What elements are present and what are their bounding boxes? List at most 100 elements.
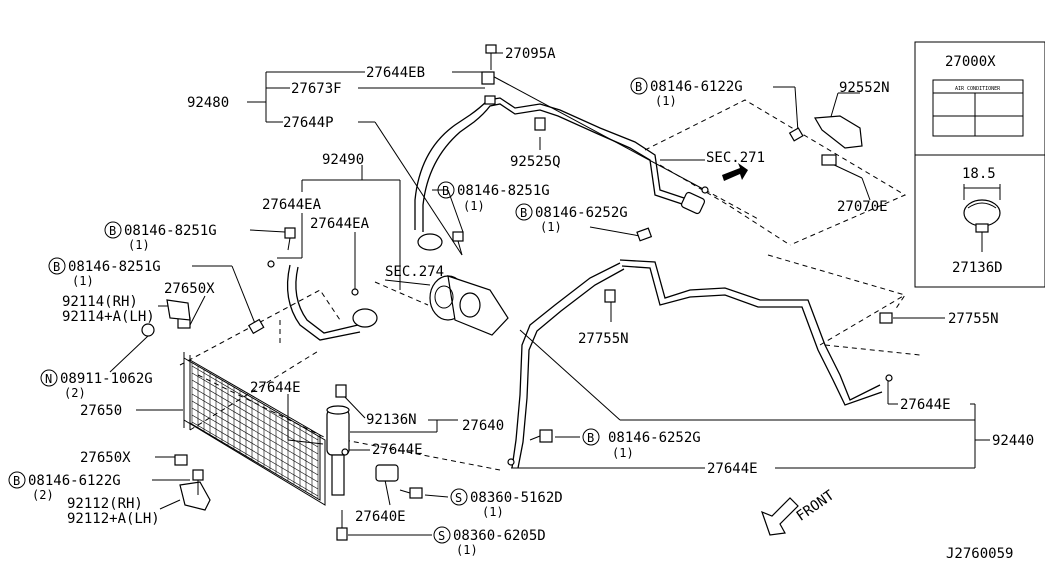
bolt-icon (788, 127, 804, 142)
qty-08146-6252G-mid: (1) (540, 220, 562, 234)
label-08360-5162D: 08360-5162D (470, 490, 563, 506)
label-27650X-top: 27650X (164, 281, 215, 297)
qty-08360-6205D: (1) (456, 543, 478, 557)
bolt-symbol-icon: B (515, 203, 533, 221)
qty-08146-6122G-top: (1) (655, 94, 677, 108)
label-08146-6122G-bottom: 08146-6122G (28, 473, 121, 489)
pipes (286, 97, 883, 469)
label-92490: 92490 (322, 152, 364, 168)
label-08146-6122G-top: 08146-6122G (650, 79, 743, 95)
condenser-fins (191, 362, 319, 498)
bolt-icon (247, 318, 265, 335)
screw-symbol-icon: S (433, 526, 451, 544)
dimension-lines (963, 184, 1001, 200)
svg-text:B: B (13, 474, 20, 488)
label-92440: 92440 (992, 433, 1034, 449)
cap-icon (963, 199, 1001, 252)
label-08146-8251G-left2: 08146-8251G (68, 259, 161, 275)
svg-text:B: B (587, 431, 594, 445)
label-27644EA-1: 27644EA (262, 197, 322, 213)
receiver-dryer (326, 405, 399, 496)
label-08146-8251G-left1: 08146-8251G (124, 223, 217, 239)
label-sec271: SEC.271 (706, 150, 765, 166)
label-27644EA-2: 27644EA (310, 216, 370, 232)
bolt-symbol-icon: B (48, 257, 66, 275)
label-92525Q: 92525Q (510, 154, 561, 170)
qty-08146-8251G-left1: (1) (128, 238, 150, 252)
svg-text:N: N (45, 372, 52, 386)
front-label: FRONT (794, 487, 838, 525)
leader-lines (109, 52, 990, 536)
label-27640: 27640 (462, 418, 504, 434)
label-27070E: 27070E (837, 199, 888, 215)
screw-symbol-icon: S (450, 488, 468, 506)
label-27644EB: 27644EB (366, 65, 425, 81)
bolt-icon (452, 231, 464, 256)
bolt-icon (192, 469, 204, 495)
label-92480: 92480 (187, 95, 229, 111)
svg-text:B: B (109, 224, 116, 238)
label-92114-lh: 92114+A(LH) (62, 309, 155, 325)
qty-08146-8251G-left2: (1) (72, 274, 94, 288)
bolt-icon (284, 227, 296, 251)
label-27644E-left: 27644E (250, 380, 301, 396)
label-27673F: 27673F (291, 81, 342, 97)
cap-dimension: 18.5 (962, 166, 996, 182)
label-27136D: 27136D (952, 260, 1003, 276)
label-92112-lh: 92112+A(LH) (67, 511, 160, 527)
prefix-symbols: B B B B B N B B S S (8, 77, 648, 544)
label-27650: 27650 (80, 403, 122, 419)
label-27095A: 27095A (505, 46, 556, 62)
label-92114-rh: 92114(RH) (62, 294, 138, 310)
bolt-icon (636, 227, 653, 242)
label-27650X-bottom: 27650X (80, 450, 131, 466)
label-27755N-right: 27755N (948, 311, 999, 327)
condenser (183, 352, 326, 506)
ac-label-text: AIR CONDITIONER (955, 86, 1001, 92)
label-08146-6252G-low: 08146-6252G (608, 430, 701, 446)
label-08911-1062G: 08911-1062G (60, 371, 153, 387)
label-08146-6252G-mid: 08146-6252G (535, 205, 628, 221)
label-27644E-mid: 27644E (372, 442, 423, 458)
label-27644P: 27644P (283, 115, 334, 131)
bolt-symbol-icon: B (630, 77, 648, 95)
qty-08360-5162D: (1) (482, 505, 504, 519)
label-08146-8251G-mid: 08146-8251G (457, 183, 550, 199)
inset-panel: 27000X AIR CONDITIONER 18.5 27136D (914, 41, 1045, 288)
bolt-symbol-icon: B (437, 181, 455, 199)
connectors (141, 71, 893, 511)
label-27644E-bottom: 27644E (707, 461, 758, 477)
svg-text:S: S (455, 491, 462, 505)
qty-08911-1062G: (2) (64, 386, 86, 400)
label-sec274: SEC.274 (385, 264, 444, 280)
ac-label-plate: AIR CONDITIONER (932, 79, 1024, 137)
labels: 27095A 27644EB 92480 27673F 27644P 92525… (28, 46, 1034, 562)
bolt-icon (399, 487, 423, 499)
label-92552N: 92552N (839, 80, 890, 96)
label-92136N: 92136N (366, 412, 417, 428)
svg-text:S: S (438, 529, 445, 543)
label-92112-rh: 92112(RH) (67, 496, 143, 512)
sec271-arrow-icon (722, 163, 748, 181)
label-27640E: 27640E (355, 509, 406, 525)
svg-text:B: B (442, 184, 449, 198)
bolts (192, 44, 804, 541)
label-27755N-mid: 27755N (578, 331, 629, 347)
label-27644E-right: 27644E (900, 397, 951, 413)
qty-08146-6252G-low: (1) (612, 446, 634, 460)
qty-08146-8251G-mid: (1) (463, 199, 485, 213)
front-arrow-icon (761, 497, 799, 536)
bolt-symbol-icon: B (104, 221, 122, 239)
qty-08146-6122G-bottom: (2) (32, 488, 54, 502)
svg-text:B: B (635, 80, 642, 94)
compressor (429, 275, 509, 336)
bolt-icon (485, 44, 497, 70)
bolt-icon (529, 429, 553, 443)
bolt-symbol-icon: B (582, 428, 600, 446)
bolt-icon (336, 510, 348, 541)
label-27000X: 27000X (945, 54, 996, 70)
nut-symbol-icon: N (40, 369, 58, 387)
drawing-code: J2760059 (946, 546, 1013, 562)
bolt-symbol-icon: B (8, 471, 26, 489)
